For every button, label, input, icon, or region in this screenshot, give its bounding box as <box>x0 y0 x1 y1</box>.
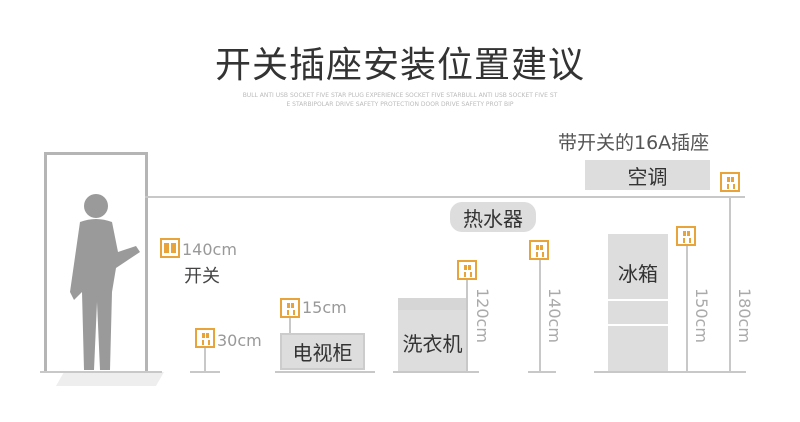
height-label: 150cm <box>692 288 711 343</box>
height-line <box>204 348 206 371</box>
person-icon <box>70 194 140 370</box>
fridge: 冰箱 <box>608 234 668 371</box>
floor-line <box>190 371 220 373</box>
subtitle-line: E STARBIPOLAR DRIVE SAFETY PROTECTION DO… <box>286 101 514 108</box>
height-line <box>539 260 541 371</box>
height-line <box>466 280 468 371</box>
socket-note: 带开关的16A插座 <box>558 132 710 154</box>
socket-icon <box>676 226 696 246</box>
switch-icon <box>160 238 180 258</box>
fridge-divider <box>608 299 668 301</box>
height-label: 180cm <box>735 288 754 343</box>
height-line <box>686 246 688 371</box>
subtitle-line: BULL ANTI USB SOCKET FIVE STAR PLUG EXPE… <box>242 92 558 99</box>
washer: 洗衣机 <box>398 298 467 371</box>
switch-label: 开关 <box>184 266 220 287</box>
socket-icon <box>457 260 477 280</box>
fridge-divider <box>608 324 668 326</box>
floor-line <box>594 371 746 373</box>
height-label: 15cm <box>302 298 347 317</box>
floor-line <box>393 371 479 373</box>
ac-label: 空调 <box>627 164 668 189</box>
switch-height: 140cm <box>182 240 237 259</box>
height-line <box>289 318 291 333</box>
page-title: 开关插座安装位置建议 <box>214 45 585 86</box>
ceiling-line <box>145 196 745 198</box>
ac-unit: 空调 <box>585 160 710 190</box>
socket-icon <box>195 328 215 348</box>
socket-icon <box>720 172 740 192</box>
floor-line <box>275 371 375 373</box>
height-label: 140cm <box>545 288 564 343</box>
water-heater: 热水器 <box>450 202 536 232</box>
door-frame <box>44 152 148 373</box>
height-label: 120cm <box>473 288 492 343</box>
floor-line <box>528 371 556 373</box>
water-heater-label: 热水器 <box>463 206 523 231</box>
floor-shadow <box>55 372 165 386</box>
tv-cabinet: 电视柜 <box>280 333 365 370</box>
fridge-label: 冰箱 <box>618 262 658 286</box>
height-label: 30cm <box>217 331 262 350</box>
socket-icon <box>529 240 549 260</box>
socket-icon <box>280 298 300 318</box>
floor-line <box>40 371 162 373</box>
height-line <box>729 197 731 371</box>
washer-label: 洗衣机 <box>402 332 463 356</box>
tv-cabinet-label: 电视柜 <box>292 341 353 365</box>
